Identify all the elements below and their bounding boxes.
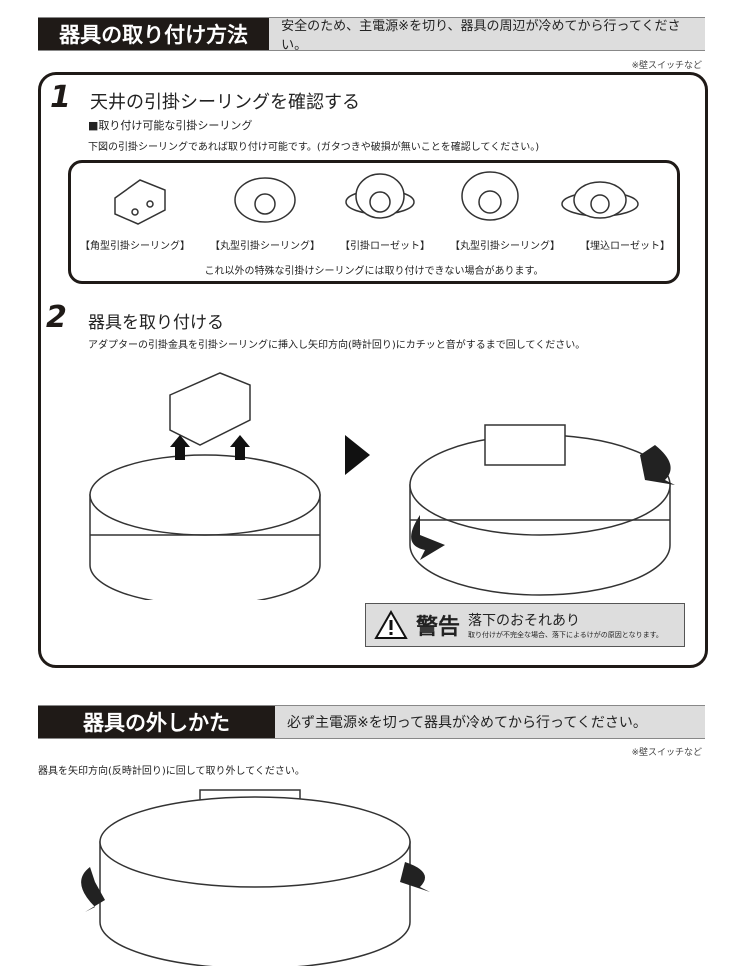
clockwise-arrow-icon <box>411 515 445 560</box>
install-illustration <box>89 372 675 600</box>
step1-caution: これ以外の特殊な引掛けシーリングには取り付けできない場合があります。 <box>204 266 544 277</box>
round-ceiling-icon-2 <box>461 171 519 221</box>
type-label: 【角型引掛シーリング】 <box>80 241 190 252</box>
clockwise-arrow-icon <box>640 445 675 485</box>
step2-description: アダプターの引掛金具を引掛シーリングに挿入し矢印方向(時計回り)にカチッと音がす… <box>88 340 586 351</box>
type-label: 【埋込ローゼット】 <box>580 241 670 252</box>
type-label: 【引掛ローゼット】 <box>340 241 430 252</box>
ceiling-types-illustrations <box>114 171 639 225</box>
section1-subtitle: 安全のため、主電源※を切り、器具の周辺が冷めてから行ってください。 <box>281 19 681 53</box>
warning-text: 取り付けが不完全な場合、落下によるけがの原因となります。 <box>468 631 663 639</box>
step1-title: 天井の引掛シーリングを確認する <box>90 92 360 113</box>
section2-header: 器具の外しかた 必ず主電源※を切って器具が冷めてから行ってください。 <box>38 705 705 739</box>
step1-subheading: ■取り付け可能な引掛シーリング <box>88 119 253 132</box>
install-steps-box <box>38 72 708 668</box>
embedded-rosette-icon <box>561 181 639 219</box>
warning-box: 警告 落下のおそれあり 取り付けが不完全な場合、落下によるけがの原因となります。 <box>365 603 685 647</box>
section2-description: 器具を矢印方向(反時計回り)に回して取り外してください。 <box>38 766 305 777</box>
section2-subtitle: 必ず主電源※を切って器具が冷めてから行ってください。 <box>287 715 647 731</box>
section1-title: 器具の取り付け方法 <box>38 18 270 50</box>
section1-header: 器具の取り付け方法 安全のため、主電源※を切り、器具の周辺が冷めてから行ってくだ… <box>38 17 705 53</box>
step1-description: 下図の引掛シーリングであれば取り付け可能です。(ガタつきや破損が無いことを確認し… <box>88 142 540 153</box>
step2-title: 器具を取り付ける <box>88 313 224 333</box>
warning-label: 警告 <box>416 615 461 640</box>
step2-number: 2 <box>46 300 67 335</box>
section2-note: ※壁スイッチなど <box>631 748 702 758</box>
removal-illustration <box>81 789 430 966</box>
square-ceiling-icon <box>114 179 166 225</box>
counterclockwise-arrow-icon <box>81 867 105 912</box>
warning-title: 落下のおそれあり <box>468 613 581 629</box>
arrow-right-icon <box>345 435 370 475</box>
section2-title: 器具の外しかた <box>38 706 275 738</box>
rosette-icon <box>345 173 415 219</box>
ceiling-type-labels: 【角型引掛シーリング】 【丸型引掛シーリング】 【引掛ローゼット】 【丸型引掛シ… <box>80 237 670 252</box>
step1-number: 1 <box>50 80 71 115</box>
type-label: 【丸型引掛シーリング】 <box>210 241 320 252</box>
round-ceiling-icon <box>234 177 296 223</box>
counterclockwise-arrow-icon <box>400 862 430 892</box>
adapter <box>169 372 251 446</box>
section1-note: ※壁スイッチなど <box>631 61 702 71</box>
warning-icon <box>374 610 408 639</box>
type-label: 【丸型引掛シーリング】 <box>450 241 560 252</box>
ceiling-types-box <box>68 160 680 284</box>
